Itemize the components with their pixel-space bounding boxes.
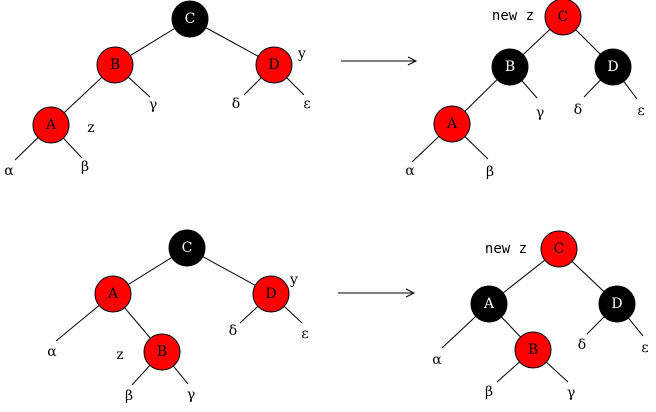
tree-node-c: C — [540, 230, 578, 268]
transform-arrow-top — [341, 56, 418, 66]
node-circle — [598, 285, 636, 323]
tree-node-a: A — [32, 106, 70, 144]
arrow-head — [407, 56, 418, 66]
node-label: B — [528, 342, 538, 358]
tree-node-a: A — [470, 285, 508, 323]
node-label: B — [157, 344, 167, 360]
node-circle — [491, 48, 529, 86]
node-label: A — [45, 117, 57, 133]
tree-node-a: A — [94, 275, 132, 313]
tree-node-d: D — [598, 285, 636, 323]
node-circle — [171, 0, 209, 38]
label-epsilon: ε — [303, 96, 310, 112]
node-label: D — [611, 296, 622, 312]
label-beta: β — [485, 384, 493, 400]
node-circle — [470, 285, 508, 323]
node-circle — [544, 0, 582, 36]
tree-node-a: A — [433, 105, 471, 143]
arrow-head — [405, 288, 416, 298]
node-circle — [96, 46, 134, 84]
label-epsilon: ε — [301, 326, 308, 342]
node-label: A — [483, 296, 495, 312]
node-label: D — [265, 286, 276, 302]
transform-arrow-bottom — [338, 288, 416, 298]
tree-node-b: B — [491, 48, 529, 86]
label-delta: δ — [578, 337, 586, 353]
tree-node-d: D — [594, 48, 632, 86]
label-alpha: α — [4, 163, 14, 179]
node-circle — [255, 46, 293, 84]
tree-node-c: C — [544, 0, 582, 36]
tree-node-b: B — [514, 331, 552, 369]
tree-bottom-after: new z C A D B α δ ε β γ — [432, 230, 649, 401]
label-y: y — [297, 46, 306, 62]
label-gamma: γ — [149, 97, 157, 113]
tree-node-d: D — [252, 275, 290, 313]
node-circle — [94, 275, 132, 313]
tree-node-b: B — [143, 333, 181, 371]
node-label: B — [110, 57, 120, 73]
label-gamma: γ — [187, 387, 195, 403]
node-circle — [252, 275, 290, 313]
label-delta: δ — [574, 102, 582, 118]
label-gamma: γ — [567, 385, 575, 401]
label-new-z: new z — [492, 8, 534, 24]
label-beta: β — [125, 388, 133, 404]
tree-node-c: C — [168, 229, 206, 267]
node-label: C — [185, 11, 196, 27]
label-beta: β — [81, 159, 89, 175]
tree-top-before: C B D A y z γ δ ε α β — [4, 0, 311, 179]
tree-node-b: B — [96, 46, 134, 84]
tree-node-d: D — [255, 46, 293, 84]
tree-node-c: C — [171, 0, 209, 38]
node-label: A — [107, 286, 119, 302]
label-alpha: α — [405, 163, 415, 179]
label-y: y — [289, 272, 298, 288]
node-label: B — [505, 59, 515, 75]
node-circle — [594, 48, 632, 86]
label-gamma: γ — [536, 105, 544, 121]
label-epsilon: ε — [637, 103, 644, 119]
node-circle — [433, 105, 471, 143]
node-label: D — [268, 57, 279, 73]
label-alpha: α — [47, 344, 57, 360]
label-beta: β — [486, 164, 494, 180]
node-circle — [540, 230, 578, 268]
label-z: z — [116, 347, 123, 363]
label-delta: δ — [229, 323, 237, 339]
label-z: z — [87, 120, 94, 136]
node-label: A — [446, 116, 458, 132]
tree-bottom-before: C A D B y z α δ ε β γ — [47, 229, 309, 404]
node-label: C — [554, 241, 565, 257]
label-new-z: new z — [485, 241, 527, 257]
label-delta: δ — [232, 96, 240, 112]
node-circle — [32, 106, 70, 144]
node-circle — [514, 331, 552, 369]
node-circle — [143, 333, 181, 371]
node-label: C — [182, 240, 193, 256]
node-label: D — [607, 59, 618, 75]
tree-top-after: new z C B D A γ δ ε α β — [405, 0, 645, 180]
node-circle — [168, 229, 206, 267]
node-label: C — [558, 9, 569, 25]
label-epsilon: ε — [641, 340, 648, 356]
label-alpha: α — [432, 352, 442, 368]
